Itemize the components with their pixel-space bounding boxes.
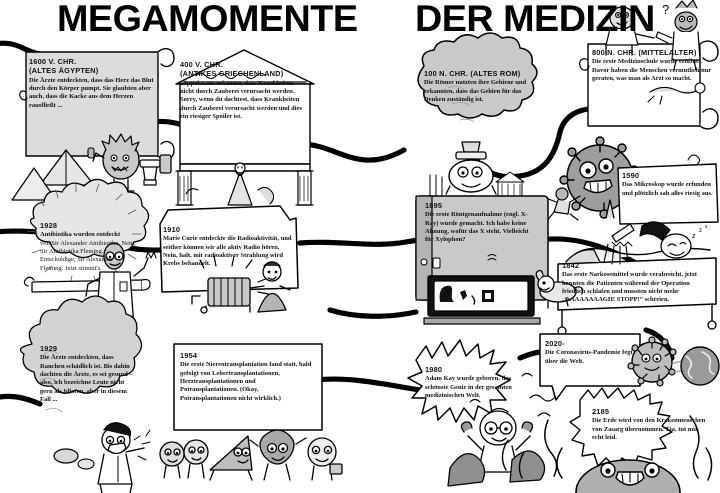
entry-body-bold: Antibiotika wurden entdeckt <box>40 231 121 239</box>
entry-heading-line2: (ALTES ÄGYPTEN) <box>29 66 99 76</box>
entry-heading-line1: 1928 <box>40 221 58 230</box>
entry-1842: 1842 Das erste Narkosemittel wurde verab… <box>562 261 714 305</box>
entry-body: Die erste Röntgenaufnahme (engl. X-Ray) … <box>425 211 529 244</box>
entry-1910: 1910 Marie Curie entdeckte die Radioakti… <box>163 225 293 269</box>
entry-heading-line1: 1954 <box>180 351 198 360</box>
entry-heading-line1: 1895 <box>425 201 443 210</box>
entry-body: Die Ärzte entdeckten, dass das Herz das … <box>29 76 154 109</box>
svg-text:?: ? <box>662 2 669 17</box>
entry-body: Hippokrates erkannte, dass Krankheiten n… <box>180 79 303 120</box>
entry-heading-line1: 100 N. CHR. (ALTES ROM) <box>424 69 521 78</box>
entry-body: Die Ärzte entdeckten, dass Rauchen schäd… <box>40 354 133 403</box>
entry-body: von Sir Alexander Antibiotika. Nein, Sir… <box>40 239 136 272</box>
entry-2020: 2020- Die Coronavirus-Pandemie fegt über… <box>545 339 639 366</box>
entry-heading-line1: 400 V. CHR. <box>180 60 224 69</box>
entry-1954: 1954 Die erste Nierentransplantation fan… <box>180 351 314 403</box>
entry-body: Das Mikroskop wurde erfunden und plötzli… <box>622 181 713 197</box>
entry-heading-line1: 2020- <box>545 339 565 348</box>
entry-heading-line2: (ANTIKES GRIECHENLAND) <box>180 69 284 79</box>
entry-body: Die Erde wird von den Krakenmenschen von… <box>592 417 706 441</box>
entry-body: Adam Kay wurde geboren, das schönste Gen… <box>425 375 512 399</box>
entry-100-n-chr: 100 N. CHR. (ALTES ROM) Die Römer nutzte… <box>424 69 542 104</box>
entry-body: Die Coronavirus-Pandemie fegt über die W… <box>545 349 633 365</box>
entry-1980: 1980 Adam Kay wurde geboren, das schönst… <box>425 365 513 400</box>
entry-1928: 1928 Antibiotika wurden entdeckt von Sir… <box>40 221 136 273</box>
entry-body: Das erste Narkosemittel wurde verabreich… <box>562 271 697 304</box>
svg-text:z: z <box>699 228 702 234</box>
entry-body: Marie Curie entdeckte die Radioaktivität… <box>163 235 292 268</box>
entry-heading-line1: 1590 <box>622 171 640 180</box>
entry-heading-line1: 2185 <box>592 407 610 416</box>
entry-heading-line1: 1980 <box>425 365 443 374</box>
entry-heading-line1: 1910 <box>163 225 181 234</box>
entry-800-n-chr: 800 N. CHR. (MITTELALTER) Die erste Medi… <box>592 48 712 83</box>
entry-body: Die erste Nierentransplantation fand sta… <box>180 361 312 402</box>
entry-400-v-chr: 400 V. CHR. (ANTIKES GRIECHENLAND) Hippo… <box>180 60 308 121</box>
entry-heading-line1: 800 N. CHR. (MITTELALTER) <box>592 48 697 57</box>
entry-body: Die Römer nutzten ihre Gehirne und erkan… <box>424 79 527 103</box>
entry-1590: 1590 Das Mikroskop wurde erfunden und pl… <box>622 171 714 198</box>
svg-text:z: z <box>692 233 696 240</box>
entry-heading-line1: 1600 V. CHR. <box>29 57 77 66</box>
page-title-right: DER MEDIZIN <box>415 0 655 39</box>
entry-heading-line1: 1929 <box>40 344 58 353</box>
entry-heading-line1: 1842 <box>562 261 580 270</box>
entry-1600-v-chr: 1600 V. CHR. (ALTES ÄGYPTEN) Die Ärzte e… <box>29 57 157 110</box>
entry-1895: 1895 Die erste Röntgenaufnahme (engl. X-… <box>425 201 535 245</box>
entry-body: Die erste Medizinschule wurde eröffnet. … <box>592 58 712 82</box>
page-title-left: MEGAMOMENTE <box>57 0 358 39</box>
entry-2185: 2185 Die Erde wird von den Krakenmensche… <box>592 407 708 442</box>
svg-text:z: z <box>705 224 708 230</box>
entry-1929: 1929 Die Ärzte entdeckten, dass Rauchen … <box>40 344 138 404</box>
